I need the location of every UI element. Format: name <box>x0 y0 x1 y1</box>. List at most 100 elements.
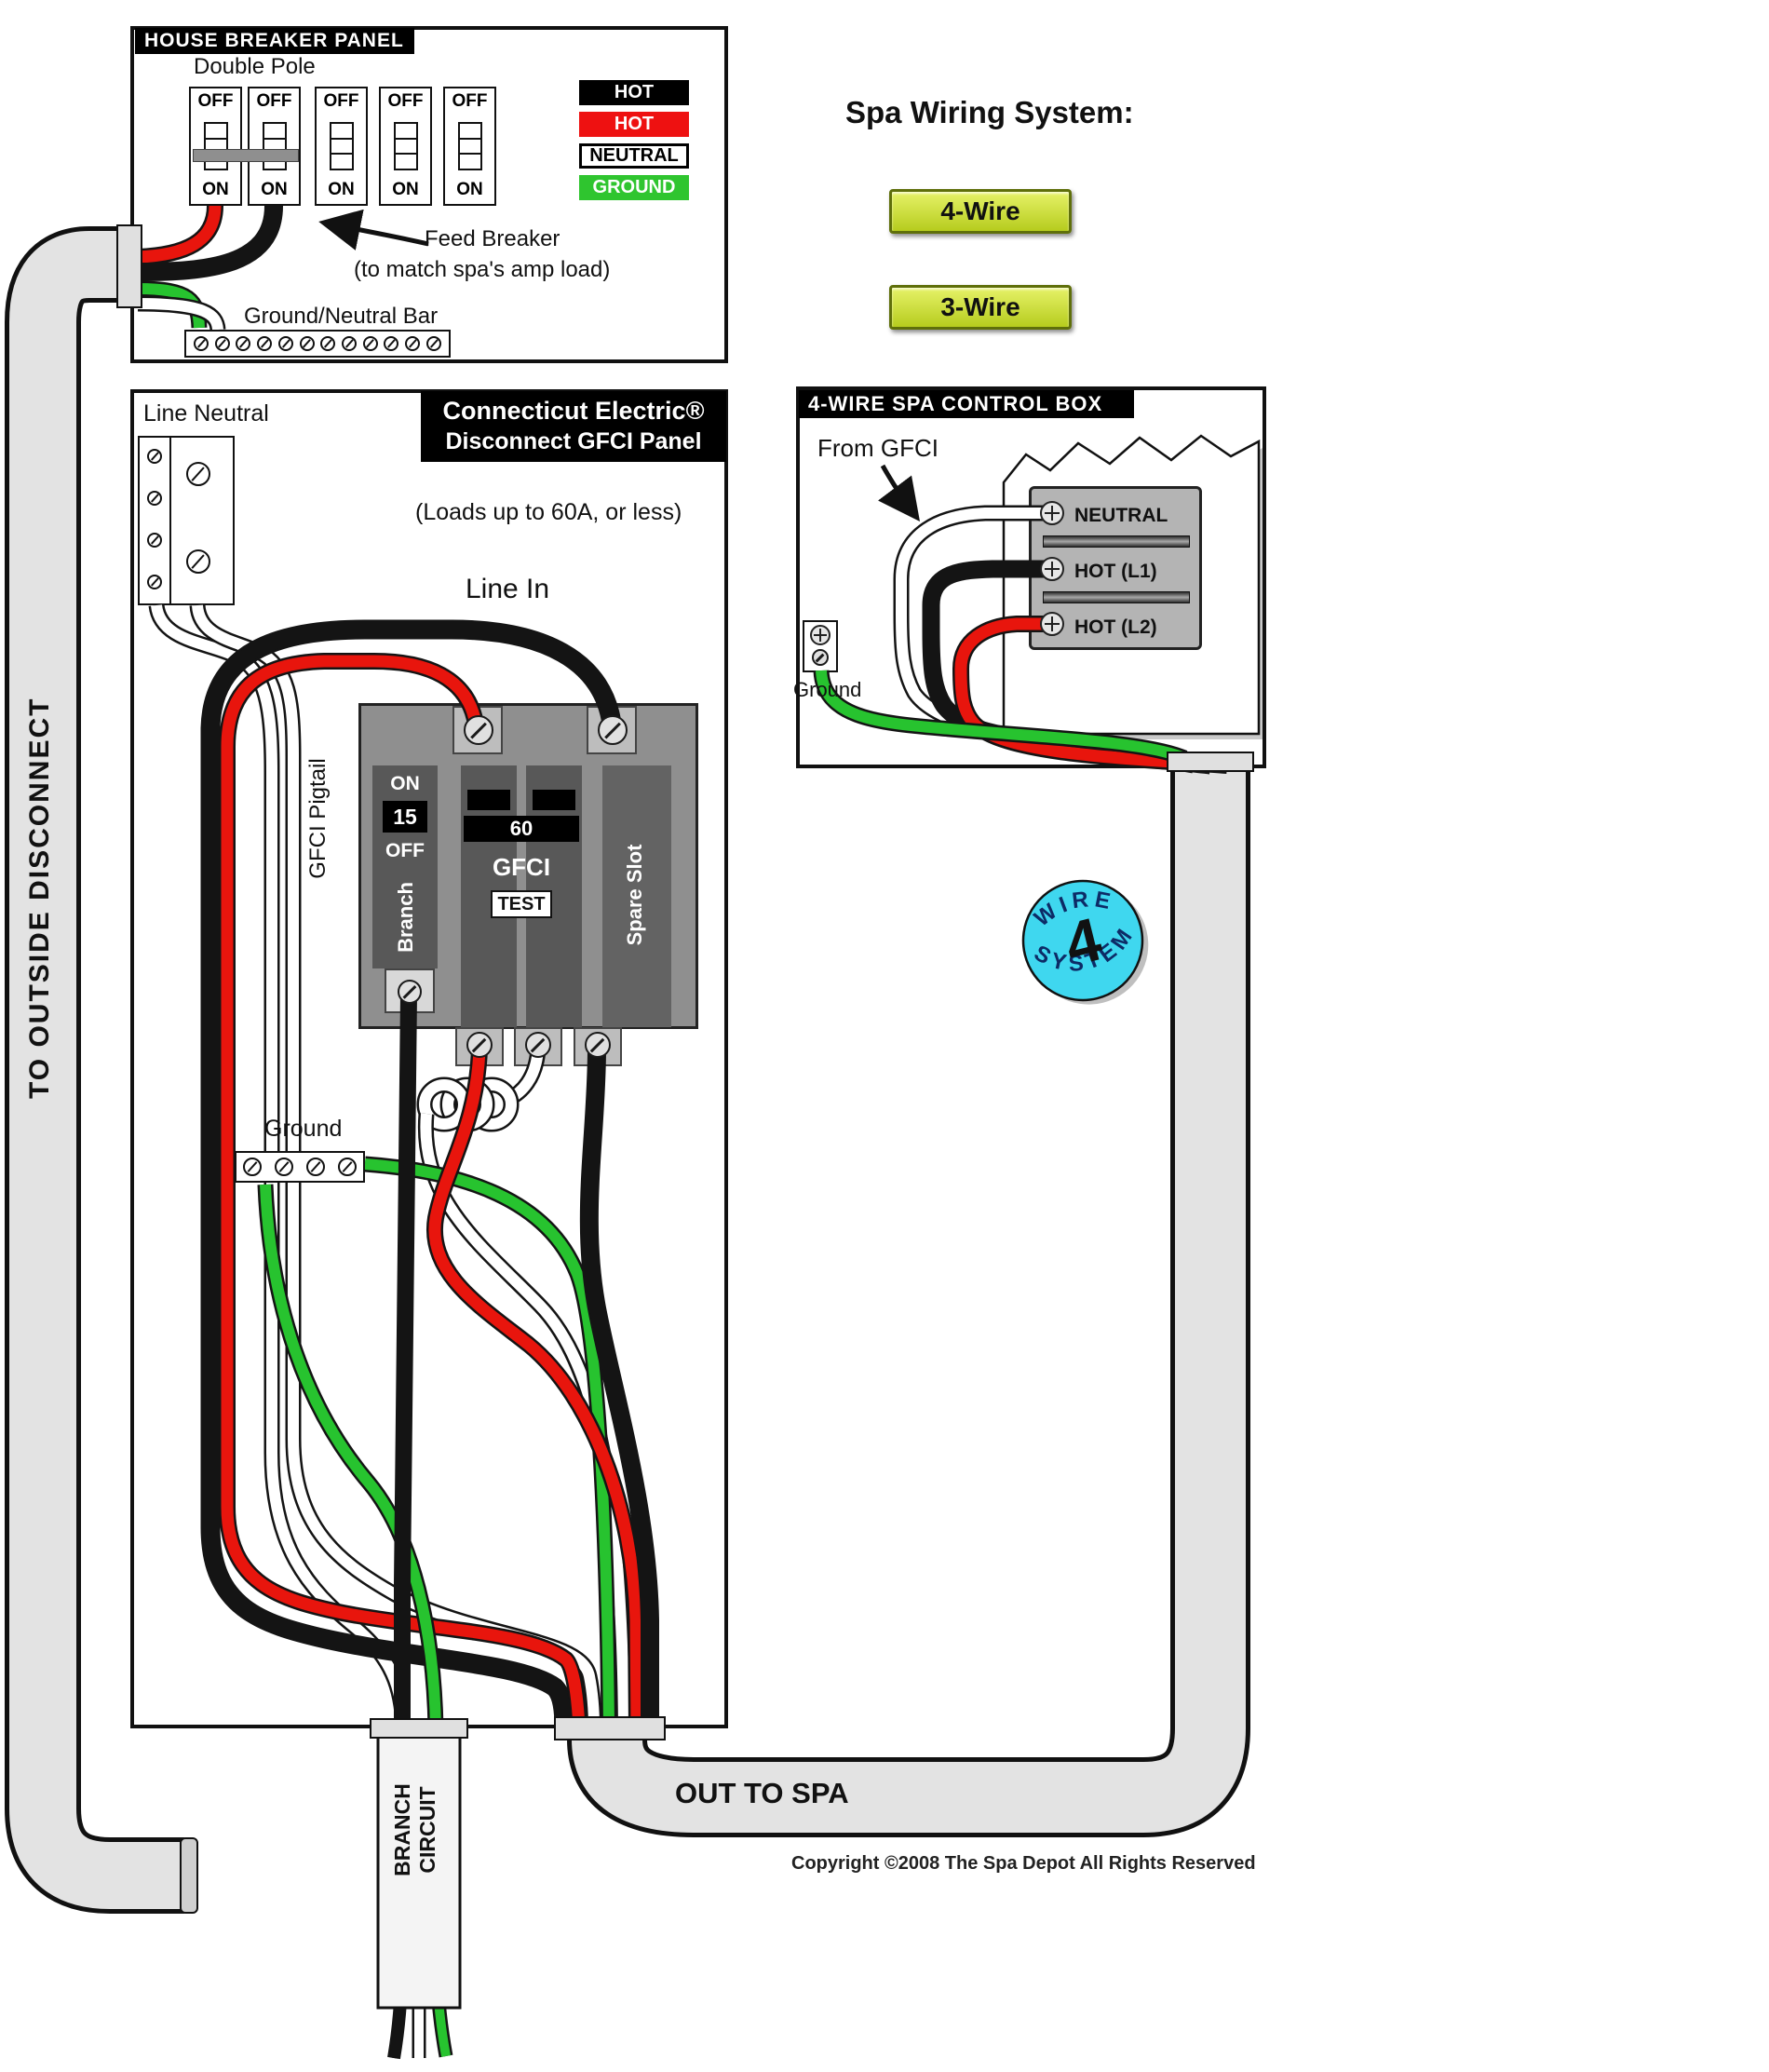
terminal-slot <box>1043 535 1190 548</box>
badge-number: 4 <box>1058 904 1108 980</box>
breaker-3: OFF ON <box>315 87 368 206</box>
gfci-ground-bar <box>235 1151 365 1183</box>
load-terminal-screw-icon <box>525 1032 551 1058</box>
to-outside-disconnect-label: TO OUTSIDE DISCONNECT <box>24 697 55 1099</box>
breaker-4: OFF ON <box>379 87 432 206</box>
house-panel-title: HOUSE BREAKER PANEL <box>135 28 414 54</box>
screw-icon <box>147 533 162 548</box>
screw-icon <box>338 1158 357 1176</box>
conduit-end-cap <box>180 1837 198 1914</box>
screw-icon <box>147 491 162 506</box>
branch-label: Branch <box>394 882 417 953</box>
gfci-ground-label: Ground <box>264 1116 343 1142</box>
hot-l1-terminal-screw-icon <box>1040 557 1064 581</box>
three-wire-button[interactable]: 3-Wire <box>889 285 1072 330</box>
svg-text:WIRE: WIRE <box>1027 878 1123 934</box>
terminal-neutral-label: NEUTRAL <box>1074 505 1168 526</box>
screw-icon <box>277 336 293 351</box>
legend-hot-red: HOT <box>579 112 689 137</box>
screw-icon <box>236 336 251 351</box>
legend-neutral: NEUTRAL <box>579 143 689 169</box>
control-box-title: 4-WIRE SPA CONTROL BOX <box>799 390 1134 418</box>
branch-circuit-label: BRANCH CIRCUIT <box>390 1783 439 1876</box>
neutral-terminal-screw-icon <box>1040 501 1064 525</box>
terminal-hot-l2-label: HOT (L2) <box>1074 616 1157 638</box>
double-pole-tie-bar <box>193 149 299 162</box>
four-wire-button[interactable]: 4-Wire <box>889 189 1072 234</box>
copyright-text: Copyright ©2008 The Spa Depot All Rights… <box>791 1853 1256 1874</box>
feed-breaker-label: Feed Breaker <box>425 226 560 251</box>
screw-icon <box>186 462 210 486</box>
terminal-hot-l1-label: HOT (L1) <box>1074 561 1157 582</box>
legend-hot-black: HOT <box>579 80 689 105</box>
gfci-pigtail-label: GFCI Pigtail <box>305 758 331 879</box>
line-in-label: Line In <box>466 574 550 604</box>
gfci-handle-2 <box>533 790 575 810</box>
branch-stub-green <box>431 1955 451 2057</box>
screw-icon <box>194 336 209 351</box>
divider <box>169 438 171 603</box>
control-box-ground-label: Ground <box>793 678 862 701</box>
line-neutral-label: Line Neutral <box>143 400 269 427</box>
double-pole-label: Double Pole <box>194 54 316 79</box>
ground-screw-icon <box>812 649 829 666</box>
breaker-handle-icon <box>203 121 228 170</box>
spa-wiring-title: Spa Wiring System: <box>845 95 1134 129</box>
out-to-spa-label: OUT TO SPA <box>675 1777 849 1809</box>
screw-icon <box>243 1158 262 1176</box>
screw-icon <box>275 1158 293 1176</box>
hot-l2-terminal-screw-icon <box>1040 612 1064 636</box>
badge-circle <box>1021 879 1144 1002</box>
branch-stub-black <box>389 1955 407 2059</box>
gfci-panel-title: Connecticut Electric® Disconnect GFCI Pa… <box>421 391 726 462</box>
badge-word-bottom: SYSTEM <box>1025 917 1146 989</box>
loads-note: (Loads up to 60A, or less) <box>415 499 682 525</box>
gfci-handle-1 <box>467 790 510 810</box>
wire-color-legend: HOT HOT NEUTRAL GROUND <box>579 80 689 207</box>
gfci-amps: 60 <box>464 816 579 842</box>
screw-icon <box>214 336 230 351</box>
breaker-2: OFF ON <box>248 87 301 206</box>
gfci-test-button: TEST <box>491 890 552 918</box>
load-terminal-screw-icon <box>585 1032 611 1058</box>
line-neutral-block <box>138 436 235 605</box>
svg-text:SYSTEM: SYSTEM <box>1025 917 1146 989</box>
legend-ground: GROUND <box>579 175 689 200</box>
load-terminal-screw-icon <box>466 1032 493 1058</box>
screw-icon <box>147 449 162 464</box>
screw-icon <box>342 336 358 351</box>
badge-word-top: WIRE <box>1027 878 1123 934</box>
breaker-5: OFF ON <box>443 87 496 206</box>
terminal-slot <box>1043 591 1190 603</box>
screw-icon <box>425 336 441 351</box>
feed-breaker-note: (to match spa's amp load) <box>354 257 611 282</box>
breaker-handle-icon <box>393 121 418 170</box>
ground-screw-icon <box>810 625 830 645</box>
breaker-handle-icon <box>262 121 287 170</box>
gfci-title-line1: Connecticut Electric® <box>442 397 705 425</box>
screw-icon <box>405 336 421 351</box>
screw-icon <box>362 336 378 351</box>
breaker-1: OFF ON <box>189 87 242 206</box>
screw-icon <box>147 575 162 589</box>
wire-4-system-badge: WIRE SYSTEM 4 <box>1021 878 1149 1005</box>
breaker-handle-icon <box>329 121 354 170</box>
line-terminal-screw-icon <box>464 715 493 745</box>
from-gfci-label: From GFCI <box>817 434 939 462</box>
ground-neutral-bar-label: Ground/Neutral Bar <box>244 304 439 329</box>
screw-icon <box>299 336 315 351</box>
screw-icon <box>257 336 273 351</box>
house-breaker-panel <box>130 26 728 363</box>
ground-neutral-bar <box>184 330 451 358</box>
branch-amps: 15 <box>383 801 427 833</box>
spare-slot-label: Spare Slot <box>623 844 646 946</box>
gfci-label: GFCI <box>492 853 551 881</box>
screw-icon <box>186 549 210 574</box>
branch-terminal-screw-icon <box>398 980 422 1004</box>
screw-icon <box>320 336 336 351</box>
screw-icon <box>306 1158 325 1176</box>
breaker-handle-icon <box>457 121 482 170</box>
line-terminal-screw-icon <box>598 715 628 745</box>
gfci-title-line2: Disconnect GFCI Panel <box>445 428 702 454</box>
